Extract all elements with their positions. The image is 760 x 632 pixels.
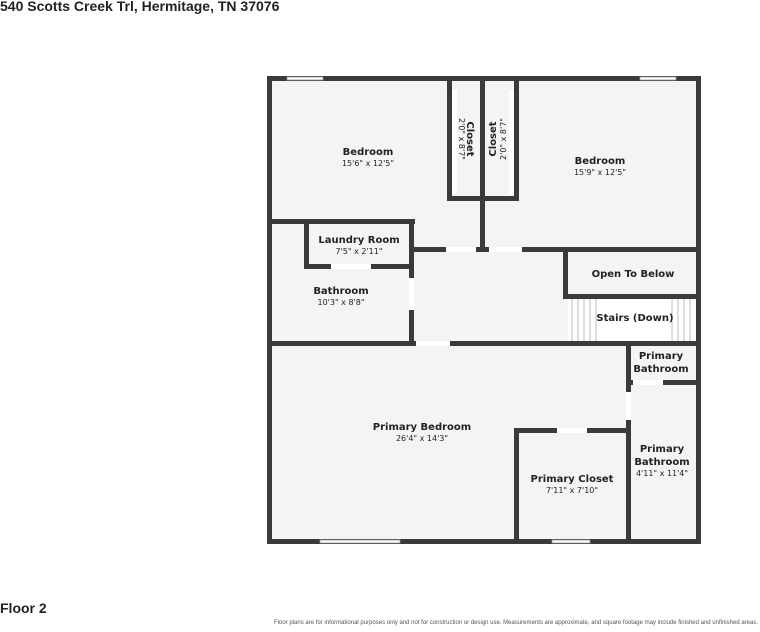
- room-name-laundry: Laundry Room: [318, 235, 399, 246]
- windows: [286, 76, 677, 544]
- room-dims-primary-bath: 4'11" x 11'4": [636, 469, 688, 478]
- room-name-bedroom-right: Bedroom: [575, 156, 626, 167]
- property-address: 540 Scotts Creek Trl, Hermitage, TN 3707…: [0, 0, 280, 14]
- room-name-stairs: Stairs (Down): [596, 313, 673, 324]
- floor-label: Floor 2: [0, 600, 47, 616]
- door-openings: [331, 90, 663, 433]
- room-name-primary-bath-line1: Primary: [640, 444, 685, 455]
- room-name-open-below: Open To Below: [592, 269, 675, 280]
- stairs-treads: [568, 298, 697, 342]
- room-dims-primary-bedroom: 26'4" x 14'3": [396, 434, 448, 443]
- room-name-closet-right: Closet: [488, 121, 499, 156]
- room-dims-bathroom: 10'3" x 8'8": [317, 298, 364, 307]
- disclaimer-text: Floor plans are for informational purpos…: [274, 620, 758, 626]
- room-dims-primary-closet: 7'11" x 7'10": [546, 486, 598, 495]
- room-dims-bedroom-right: 15'9" x 12'5": [574, 168, 626, 177]
- room-name-bedroom-left: Bedroom: [343, 147, 394, 158]
- room-name-primary-bedroom: Primary Bedroom: [373, 422, 471, 433]
- room-name-closet-left: Closet: [464, 121, 475, 156]
- room-dims-laundry: 7'5" x 2'11": [335, 247, 382, 256]
- room-dims-closet-left: 2'0" x 8'7": [457, 118, 466, 160]
- room-dims-bedroom-left: 15'6" x 12'5": [342, 159, 394, 168]
- room-dims-closet-right: 2'0" x 8'7": [499, 118, 508, 160]
- room-name-primary-closet: Primary Closet: [531, 474, 614, 485]
- room-name-primary-bath-line2: Bathroom: [634, 457, 689, 468]
- room-name-bathroom: Bathroom: [313, 286, 368, 297]
- room-name-primary-bath-small-line1: Primary: [639, 351, 684, 362]
- room-name-primary-bath-small-line2: Bathroom: [633, 364, 688, 375]
